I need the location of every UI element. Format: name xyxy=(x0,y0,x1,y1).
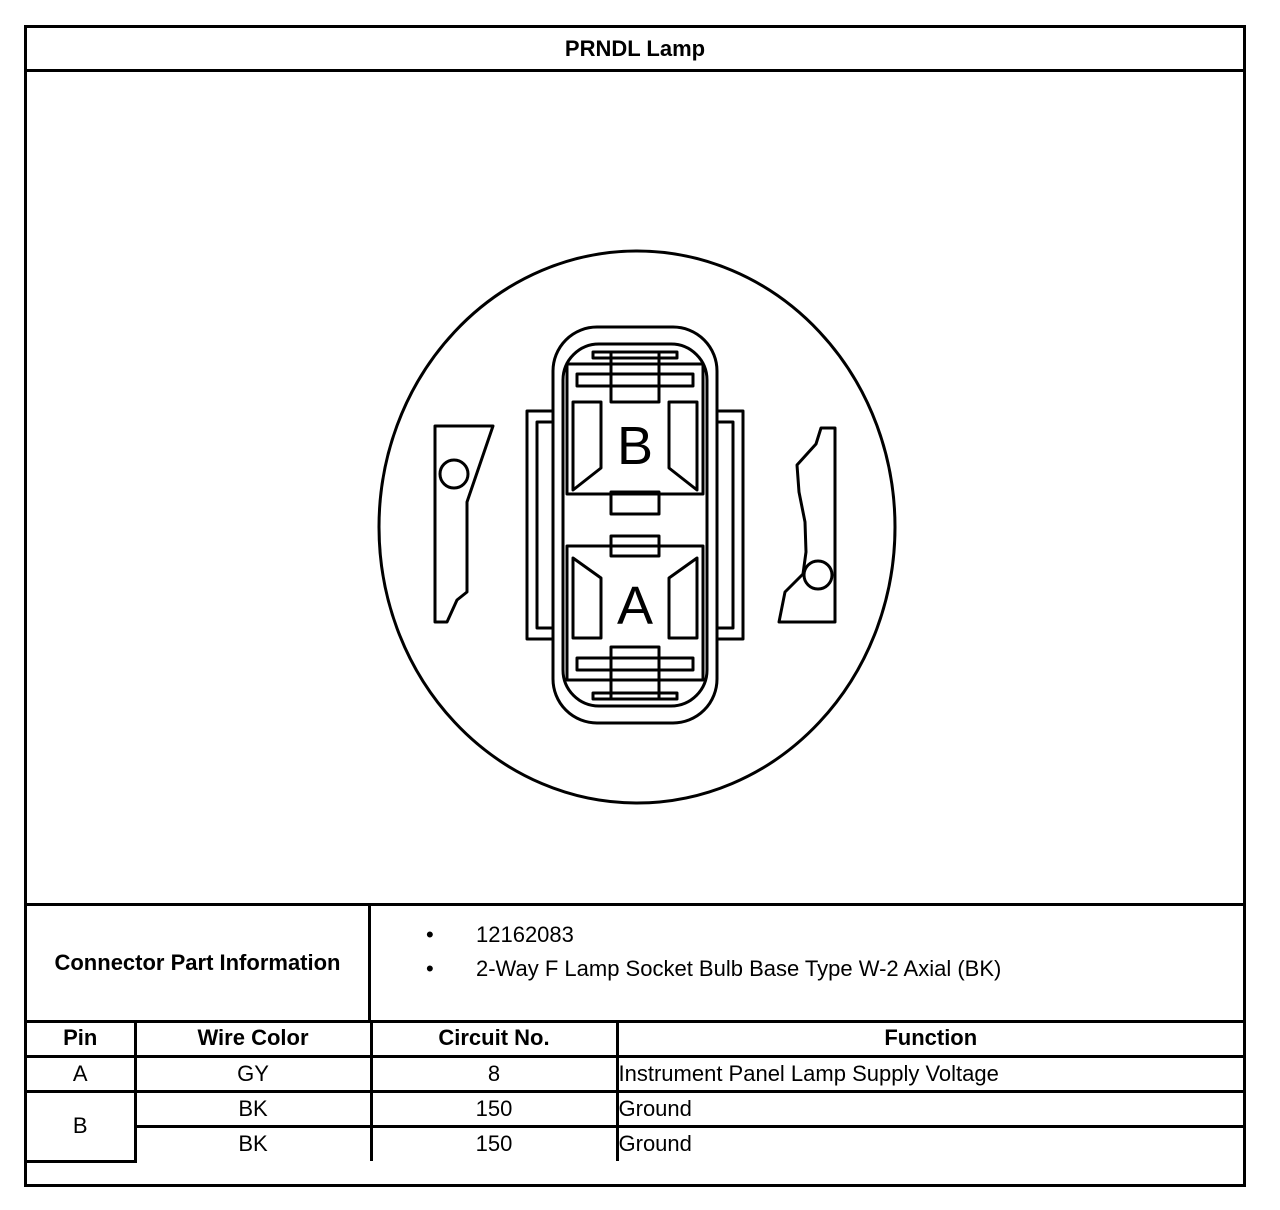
right-flange xyxy=(717,409,745,641)
function-cell: Instrument Panel Lamp Supply Voltage xyxy=(615,1054,1243,1093)
table-row: BK 150 Ground xyxy=(27,1124,1243,1161)
left-flange-inner xyxy=(535,420,553,630)
table-row: B BK 150 Ground xyxy=(27,1089,1243,1163)
cavity-label-b: B xyxy=(617,416,653,476)
bullet: • xyxy=(426,956,434,981)
left-latch-wing xyxy=(433,424,495,624)
wire-color-cell: BK xyxy=(135,1124,373,1161)
pin-table: Pin Wire Color Circuit No. Function A GY… xyxy=(27,1021,1243,1163)
table-row: A GY 8 Instrument Panel Lamp Supply Volt… xyxy=(27,1054,1243,1093)
wire-color-cell: BK xyxy=(133,1089,373,1128)
connector-face-view: B A xyxy=(27,72,1243,906)
pin-cell: A xyxy=(27,1054,137,1093)
header-circuit-no: Circuit No. xyxy=(369,1021,619,1058)
pin-cell: B xyxy=(27,1089,137,1163)
connector-description: 2-Way F Lamp Socket Bulb Base Type W-2 A… xyxy=(476,956,1002,981)
table-header-row: Pin Wire Color Circuit No. Function xyxy=(27,1021,1243,1058)
center-housing-outer xyxy=(551,325,719,725)
list-item: • 2-Way F Lamp Socket Bulb Base Type W-2… xyxy=(426,952,1243,986)
connector-part-info-list: • 12162083 • 2-Way F Lamp Socket Bulb Ba… xyxy=(371,906,1243,1020)
function-cell: Ground xyxy=(615,1124,1243,1161)
cavity-a xyxy=(565,534,705,701)
right-flange-inner xyxy=(717,420,735,630)
connector-sheet: PRNDL Lamp xyxy=(24,25,1246,1187)
left-flange xyxy=(525,409,553,641)
part-number: 12162083 xyxy=(476,922,574,947)
cavity-b xyxy=(565,350,705,516)
wire-color-cell: GY xyxy=(133,1054,373,1093)
connector-part-info: Connector Part Information • 12162083 • … xyxy=(27,903,1243,1023)
circuit-cell: 8 xyxy=(369,1054,619,1093)
header-function: Function xyxy=(615,1021,1243,1058)
connector-part-info-label: Connector Part Information xyxy=(27,906,371,1020)
circuit-cell: 150 xyxy=(369,1089,619,1128)
right-latch-hole xyxy=(802,559,834,591)
list-item: • 12162083 xyxy=(426,918,1243,952)
header-pin: Pin xyxy=(27,1021,137,1058)
cavity-label-a: A xyxy=(617,576,653,636)
header-wire-color: Wire Color xyxy=(133,1021,373,1058)
circuit-cell: 150 xyxy=(369,1124,619,1161)
function-cell: Ground xyxy=(615,1089,1243,1128)
bullet: • xyxy=(426,922,434,947)
connector-body-outline xyxy=(377,249,897,805)
page-title: PRNDL Lamp xyxy=(27,28,1243,72)
left-latch-hole xyxy=(438,458,470,490)
connector-diagram: B A xyxy=(377,249,897,805)
right-latch-wing xyxy=(777,426,837,624)
center-housing-inner xyxy=(561,342,709,708)
